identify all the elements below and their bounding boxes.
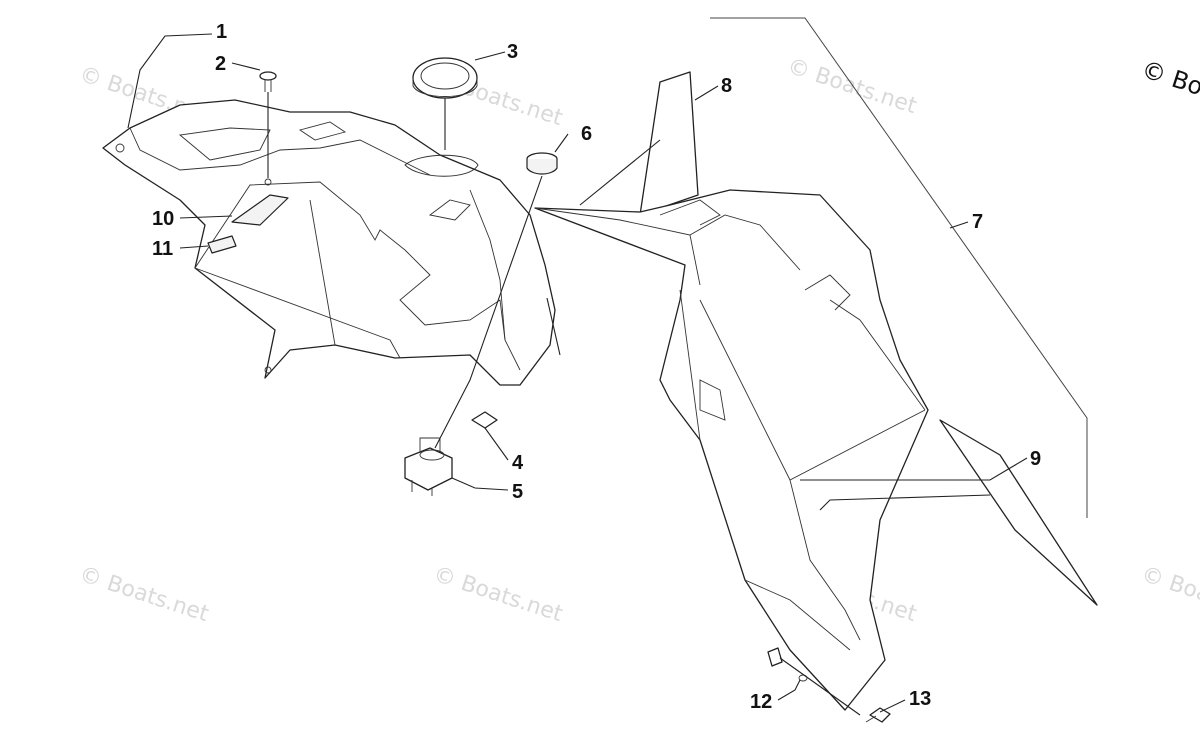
callout-6: 6 [581,123,592,145]
callouts: 1 2 3 4 5 6 7 8 9 10 11 12 13 [152,21,1041,713]
callout-2: 2 [215,53,226,75]
callout-7: 7 [972,211,983,233]
callout-5: 5 [512,481,523,503]
leader-lines [127,33,1028,716]
callout-8: 8 [721,75,732,97]
callout-4: 4 [512,452,524,474]
part-12-clip [767,647,808,682]
callout-12: 12 [750,691,772,713]
part-13-fastener [865,707,891,723]
part-5-switch [404,437,453,496]
watermark: © Boats.net [430,562,566,627]
part-2-screw [259,71,277,92]
watermark: © Boats.net [784,54,920,119]
part-6-cap [526,152,558,175]
right-side-panel [534,189,929,711]
left-console-panel [102,99,556,386]
callout-13: 13 [909,688,931,710]
callout-1: 1 [216,21,227,43]
part-9-decal [939,419,1098,606]
callout-10: 10 [152,208,174,230]
decal-10 [231,194,289,226]
part-7-bracket [710,17,1088,518]
watermark: © Boats.net [76,562,212,627]
callout-3: 3 [507,41,518,63]
watermark: © Boats.net [1138,562,1200,627]
decal-11 [207,235,237,254]
callout-9: 9 [1030,448,1041,470]
part-3-ring [412,57,478,99]
part-4-clip [471,411,498,429]
callout-11: 11 [152,238,173,260]
watermark: © Boats.net [1138,55,1200,127]
part-8-panel [639,71,699,216]
